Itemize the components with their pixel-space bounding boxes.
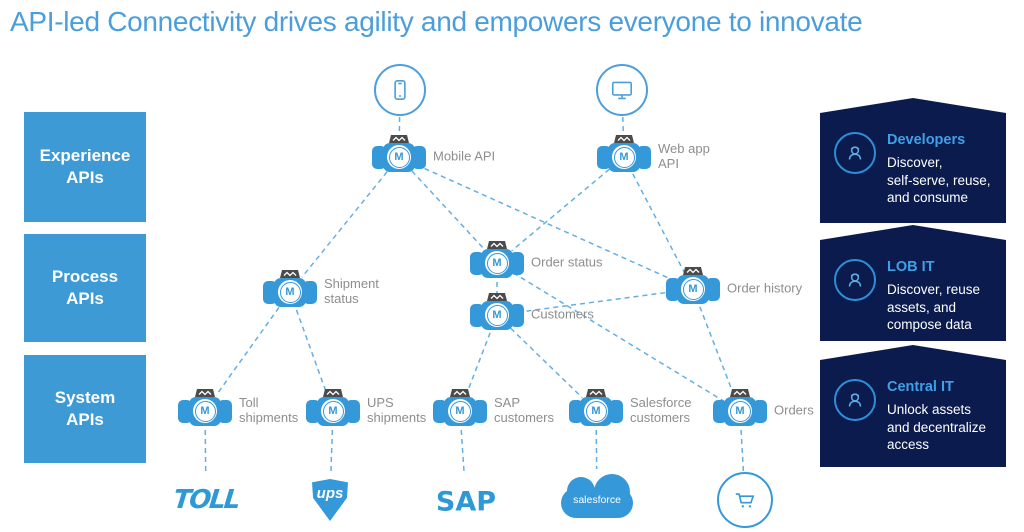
persona-heading: LOB IT [887,259,935,275]
mulesoft-logo-icon: M [485,251,509,275]
user-icon [834,379,876,421]
edge-order-history-orders [699,306,734,394]
api-node-label: Order history [727,280,803,296]
mulesoft-logo-icon: M [728,399,752,423]
persona-description: Discover, reuse assets, and compose data [887,282,981,333]
edge-webapp-api-order-history [632,173,685,273]
connector-cap-icon [487,241,507,249]
persona-text: Central IT Unlock assets and decentralize… [887,379,986,467]
persona-heading: Developers [887,132,966,148]
api-node-label: Customers [531,306,594,322]
layer-box-label: APIs [66,289,104,308]
ups-logo: ups [312,479,348,521]
connector-cap-icon [614,135,634,143]
connector-cap-icon [586,389,606,397]
api-node-label: Order status [531,254,603,270]
edge-orders-cart [740,429,745,473]
connector-cap-icon [389,135,409,143]
page-title: API-led Connectivity drives agility and … [10,6,863,37]
edge-mobile-api-shipment-status [301,171,388,278]
persona-description: Discover, self-serve, reuse, and consume [887,155,991,206]
persona-heading: Central IT [887,379,954,395]
api-node-mobile-api: M Mobile API [371,135,495,173]
api-node-label: Orders [774,402,814,418]
edge-sap-customers-sap [460,429,465,475]
mulesoft-logo-icon: M [448,399,472,423]
edge-webapp-api-order-status [511,168,610,252]
edge-mobile-api-order-history [416,164,676,282]
mulesoft-logo-icon: M [485,303,509,327]
mulesoft-logo-icon: M [193,399,217,423]
persona-card-lob-it: LOB IT Discover, reuse assets, and compos… [820,225,1006,341]
persona-card-central-it: Central IT Unlock assets and decentralize… [820,345,1006,467]
connector-cap-icon [323,389,343,397]
persona-text: LOB IT Discover, reuse assets, and compos… [887,259,980,341]
toll-logo: TOLL [171,485,241,515]
api-node-order-status: M Order status [469,241,603,279]
connector-cap-icon [487,293,507,301]
mulesoft-logo-icon: M [612,145,636,169]
edge-monitor-webapp-api [622,116,625,139]
layer-box-label: Experience [39,145,131,165]
edge-shipment-status-toll-shipments [215,307,280,396]
persona-description: Unlock assets and decentralize access [887,402,987,453]
layer-box-label: APIs [66,410,104,429]
sap-logo: SAP [435,486,497,518]
layer-box-label: APIs [66,168,104,187]
monitor-icon [596,64,648,116]
mulesoft-logo-icon: M [387,145,411,169]
connector-cap-icon [450,389,470,397]
connector-cap-icon [730,389,750,397]
connector-cap-icon [195,389,215,397]
api-node-order-history: M Order history [665,267,802,305]
layer-box-label: System [54,387,116,407]
shopping-cart-icon [717,472,773,528]
edge-customers-sap-customers [466,332,491,394]
salesforce-logo: salesforce [561,474,633,518]
edge-customers-salesforce-customers [510,327,583,399]
smartphone-icon [374,64,426,116]
mulesoft-logo-icon: M [681,277,705,301]
api-node-orders: M Orders [712,389,814,427]
edge-shipment-status-ups-shipments [295,309,328,394]
mulesoft-logo-icon: M [584,399,608,423]
mulesoft-logo-icon: M [321,399,345,423]
layer-box-label: Process [51,266,119,286]
api-node-label: Mobile API [433,148,496,164]
connector-cap-icon [683,267,703,275]
mulesoft-logo-icon: M [278,280,302,304]
api-node-customers: M Customers [469,293,594,331]
edge-ups-shipments-ups [330,429,334,473]
user-icon [834,259,876,301]
user-icon [834,132,876,174]
connector-cap-icon [280,270,300,278]
edge-mobile-api-order-status [411,170,485,250]
